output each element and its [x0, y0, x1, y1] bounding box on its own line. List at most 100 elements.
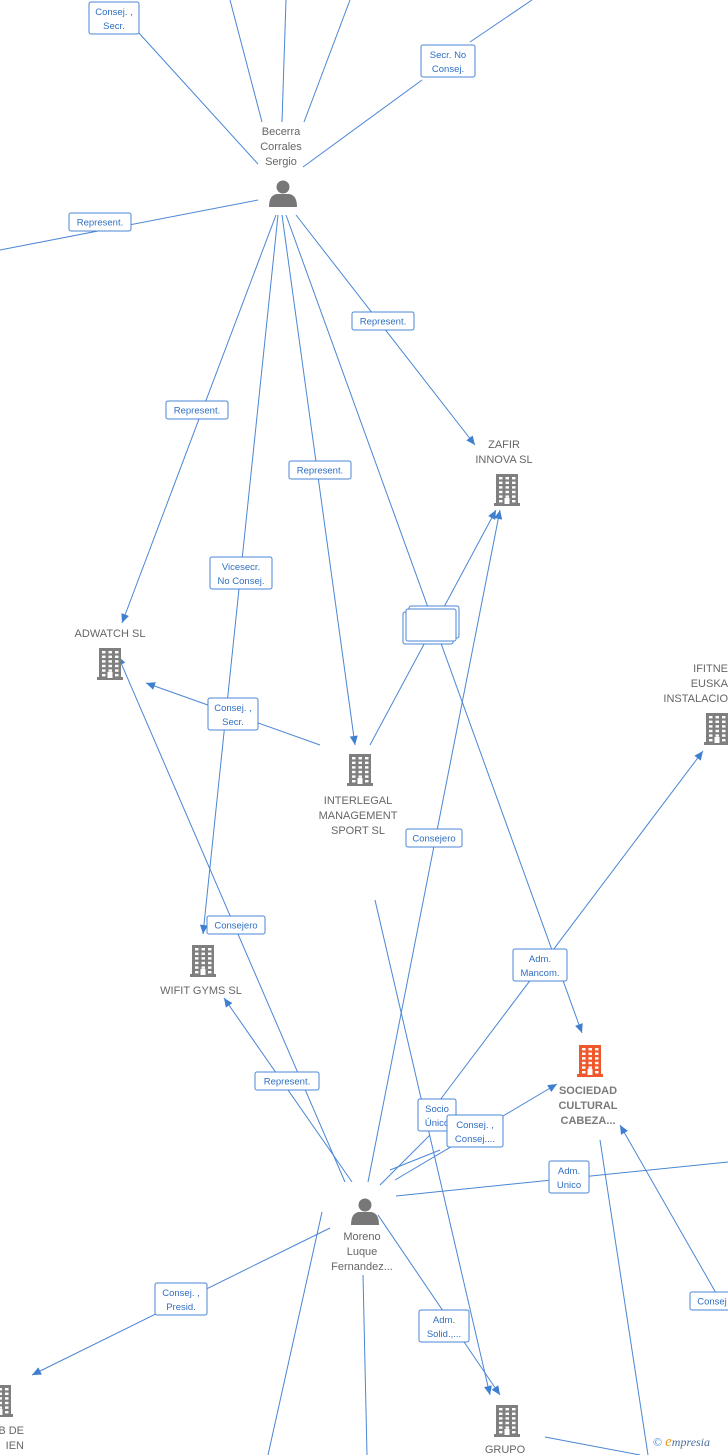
node-label: INNOVA SL [475, 454, 532, 466]
node-adwatch[interactable]: ADWATCH SL [75, 628, 146, 680]
node-label: INSTALACIO [663, 693, 728, 705]
edge-label-box [206, 915, 266, 935]
building-icon [97, 648, 123, 680]
edge-label-text: Consejero [412, 834, 455, 845]
edge-label[interactable]: Represent. [165, 400, 229, 420]
node-zafir[interactable]: ZAFIR INNOVA SL [475, 439, 533, 506]
edge-label-box [209, 556, 273, 590]
edge-arrowhead [547, 1084, 557, 1093]
edge-label[interactable]: Represent. [351, 311, 415, 331]
building-icon [0, 1385, 13, 1417]
edge-line [281, 214, 356, 746]
edge-line [267, 1211, 323, 1455]
node-label: SPORT SL [331, 825, 385, 837]
node-interlegal[interactable]: INTERLEGAL MANAGEMENT SPORT SL [319, 754, 398, 837]
node-label: MANAGEMENT [319, 810, 398, 822]
edge-arrowhead [620, 1125, 628, 1135]
node-label: CABEZA... [561, 1115, 616, 1127]
edge-arrowhead [146, 682, 156, 690]
edge-label[interactable]: Consej [689, 1291, 728, 1311]
edge-line [374, 899, 491, 1396]
edge-label[interactable] [402, 608, 457, 645]
edge-label-box [689, 1291, 728, 1311]
edge-line [362, 1274, 368, 1455]
edge-label-box [446, 1114, 504, 1148]
edge-line [137, 31, 259, 165]
node-label: Moreno [343, 1231, 380, 1243]
node-grupo[interactable]: GRUPO [485, 1405, 526, 1455]
node-label: Fernandez... [331, 1261, 393, 1273]
edge-label[interactable]: Consej. , Consej.... [446, 1114, 504, 1148]
edge-label-text: Mancom. [520, 968, 559, 979]
building-icon [494, 474, 520, 506]
edge-label[interactable]: Represent. [68, 212, 132, 232]
edge-label[interactable]: Consej. , Secr. [88, 1, 140, 35]
edge-line [469, 0, 533, 43]
edge-line [439, 750, 704, 1101]
edge-label-text: Consej [697, 1297, 727, 1308]
footer-brand[interactable]: © empresia [651, 1434, 713, 1451]
edge-label-box [351, 311, 415, 331]
building-icon [704, 713, 728, 745]
edge-label-box [420, 44, 476, 78]
edge-label-text: Consej.... [455, 1134, 495, 1145]
edge-label-box [288, 460, 352, 480]
edge-label-box [405, 828, 463, 848]
node-moreno[interactable]: MorenoLuqueFernandez... [331, 1198, 393, 1274]
edge-line [619, 1124, 721, 1301]
edge-line [281, 0, 287, 123]
edge-label-text: Represent. [174, 406, 220, 417]
edge-label-text: Unico [557, 1180, 581, 1191]
edge-line [379, 1134, 431, 1186]
edge-label[interactable]: Consejero [405, 828, 463, 848]
edge-label[interactable]: Adm.Unico [548, 1160, 590, 1194]
edge-label-box [154, 1282, 208, 1316]
edge-arrowhead [466, 435, 475, 445]
edge-arrowhead [494, 510, 503, 520]
brand-initial: e [665, 1434, 672, 1450]
edge-label-text: Presid. [166, 1302, 196, 1313]
edge-arrowhead [224, 998, 233, 1008]
node-label: Sergio [265, 156, 297, 168]
edge-label-text: Consejero [214, 921, 257, 932]
node-sociedad[interactable]: SOCIEDADCULTURALCABEZA... [558, 1045, 618, 1127]
edge-label[interactable]: Adm.Solid.,... [418, 1309, 470, 1343]
edge-label-box [418, 1309, 470, 1343]
edge-label-text: Represent. [264, 1077, 310, 1088]
edge-label-text: Socio [425, 1104, 449, 1115]
node-label: Becerra [262, 126, 301, 138]
node-label: INTERLEGAL [324, 795, 392, 807]
edge-line [303, 0, 351, 123]
edge-label[interactable]: Represent. [254, 1071, 320, 1091]
edge-label[interactable]: Consej. ,Secr. [207, 697, 259, 731]
edge-label-text: Consej. , [95, 7, 133, 18]
edge-label-text: Adm. [433, 1315, 455, 1326]
edge-line [302, 79, 423, 168]
edge-line [544, 1436, 641, 1455]
edge-label-text: Adm. [529, 954, 551, 965]
edge-label-text: Consej. , [456, 1120, 494, 1131]
node-label: IEN [6, 1440, 24, 1452]
edge-label[interactable]: Vicesecr.No Consej. [209, 556, 273, 590]
edge-label[interactable]: Adm. Mancom. [512, 948, 568, 982]
edge-label[interactable]: Consejero [206, 915, 266, 935]
edge-label-text: Represent. [77, 218, 123, 229]
edge-label[interactable]: Consej. ,Presid. [154, 1282, 208, 1316]
person-icon [269, 180, 297, 207]
brand-name: mpresia [671, 1435, 711, 1449]
node-wifit[interactable]: WIFIT GYMS SL [160, 945, 242, 997]
edge-line [377, 1214, 501, 1396]
edge-line [389, 1149, 441, 1171]
edge-label-text: Secr. [103, 21, 125, 32]
node-label: ZAFIR [488, 439, 520, 451]
node-label: WIFIT GYMS SL [160, 985, 242, 997]
person-icon [351, 1198, 379, 1225]
edge-label[interactable]: Represent. [288, 460, 352, 480]
copyright-symbol: © [653, 1435, 663, 1449]
edge-line [599, 1139, 649, 1455]
